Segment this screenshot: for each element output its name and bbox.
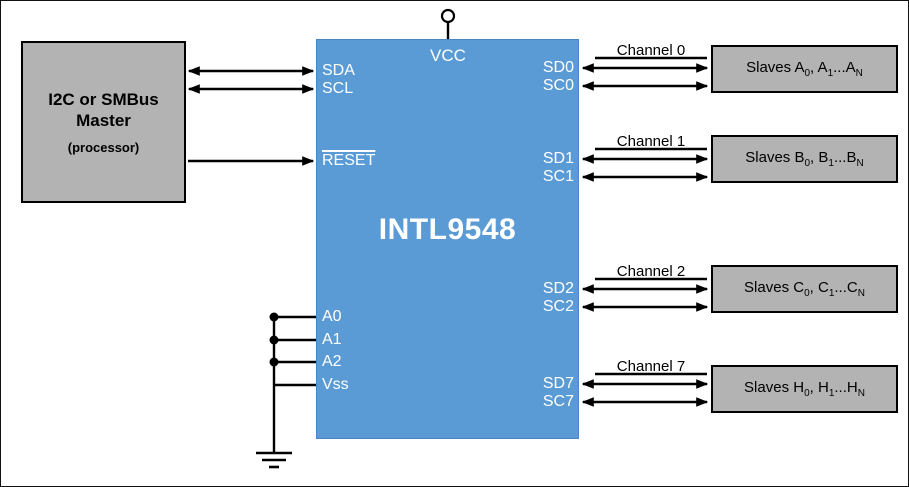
channel-1-wires [581,147,709,182]
master-box: I2C or SMBus Master (processor) [21,41,186,203]
pin-sc7: SC7 [542,393,574,410]
channel-0-wires [581,56,709,91]
address-pin-net [272,315,316,453]
pin-vcc-label: VCC [430,46,466,65]
vcc-terminal [440,8,456,39]
ground-symbol [256,451,292,469]
pin-sd1: SD1 [542,150,574,167]
pin-sc0: SC0 [542,77,574,94]
slave-label-channel-1: Slaves B0, B1...BN [745,149,864,169]
channel-7-label: Channel 7 [616,358,686,375]
junction-dots [269,312,279,367]
pin-vss: Vss [322,376,349,393]
slave-label-channel-2: Slaves C0, C1...CN [744,279,865,299]
channel-2-label: Channel 2 [616,263,686,280]
channel-2-wires [581,277,709,312]
channel-1-label: Channel 1 [616,133,686,150]
master-label-line1: I2C or SMBus [48,90,159,109]
slave-label-channel-7: Slaves H0, H1...HN [744,379,865,399]
slave-box-channel-0: Slaves A0, A1...AN [711,45,898,93]
pin-sd7: SD7 [542,375,574,392]
pin-a1: A1 [322,331,342,348]
pin-sda: SDA [322,62,355,79]
pin-sd2: SD2 [542,280,574,297]
channel-0-label: Channel 0 [616,42,686,59]
pin-a0: A0 [322,308,342,325]
slave-box-channel-7: Slaves H0, H1...HN [711,365,898,413]
pin-reset: RESET [322,152,376,169]
pin-a2: A2 [322,353,342,370]
pin-sc2: SC2 [542,298,574,315]
master-label-line2: Master [76,111,131,130]
slave-box-channel-1: Slaves B0, B1...BN [711,135,898,183]
slave-box-channel-2: Slaves C0, C1...CN [711,265,898,313]
slave-label-channel-0: Slaves A0, A1...AN [746,59,863,79]
master-label-line3: (processor) [67,140,140,155]
pin-scl: SCL [322,80,354,97]
channel-7-wires [581,372,709,407]
pin-sc1: SC1 [542,168,574,185]
chip-name: INTL9548 [378,213,517,246]
chip-box [316,39,579,439]
pin-sd0: SD0 [542,59,574,76]
